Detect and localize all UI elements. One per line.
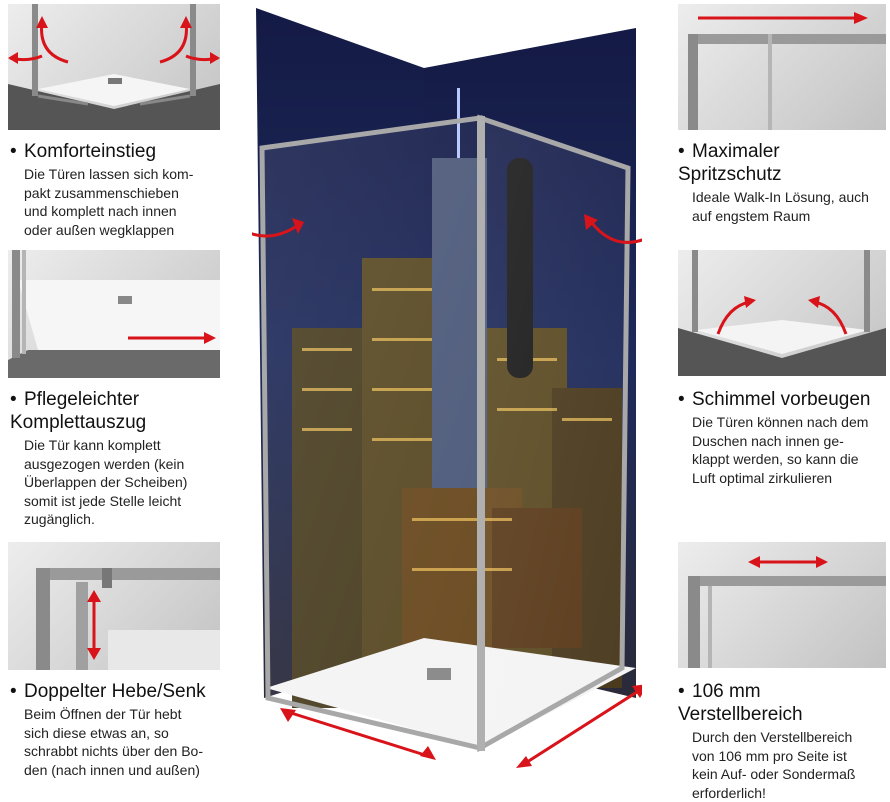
feature-description: Beim Öffnen der Tür hebt sich diese etwa… [24, 706, 203, 778]
feature-verstellbereich: •106 mm Verstellbereich Durch den Verste… [678, 680, 890, 802]
feature-description: Die Türen lassen sich kom- pakt zusammen… [24, 166, 194, 238]
feature-description: Ideale Walk-In Lösung, auch auf engstem … [692, 189, 869, 224]
feature-komplettauszug: •Pflegeleichter Komplettauszug Die Tür k… [10, 388, 240, 529]
komforteinstieg-photo [8, 4, 220, 130]
shower-enclosure-illustration [226, 8, 670, 778]
verstellbereich-photo [678, 542, 886, 668]
feature-description: Die Türen können nach dem Duschen nach i… [692, 414, 869, 486]
feature-title: 106 mm Verstellbereich [678, 681, 803, 725]
feature-description: Durch den Verstellbereich von 106 mm pro… [692, 729, 856, 801]
feature-schimmel: •Schimmel vorbeugen Die Türen können nac… [678, 388, 888, 487]
hebe-senk-photo [8, 542, 220, 670]
feature-komforteinstieg: •Komforteinstieg Die Türen lassen sich k… [10, 140, 240, 239]
feature-title: Maximaler Spritzschutz [678, 141, 782, 185]
schimmel-photo [678, 250, 886, 376]
corner-post [477, 116, 485, 751]
komplettauszug-photo [8, 250, 220, 378]
feature-title: Pflegeleichter Komplettauszug [10, 389, 147, 433]
feature-title: Doppelter Hebe/Senk [24, 681, 206, 702]
feature-title: Komforteinstieg [24, 141, 157, 162]
feature-title: Schimmel vorbeugen [692, 389, 871, 410]
feature-spritzschutz: •Maximaler Spritzschutz Ideale Walk-In L… [678, 140, 888, 225]
front-right-glass-door [477, 114, 631, 753]
feature-description: Die Tür kann komplett ausgezogen werden … [24, 437, 188, 527]
feature-hebe-senk: •Doppelter Hebe/Senk Beim Öffnen der Tür… [10, 680, 240, 779]
front-left-glass-door [259, 115, 483, 752]
spritzschutz-photo [678, 4, 886, 130]
